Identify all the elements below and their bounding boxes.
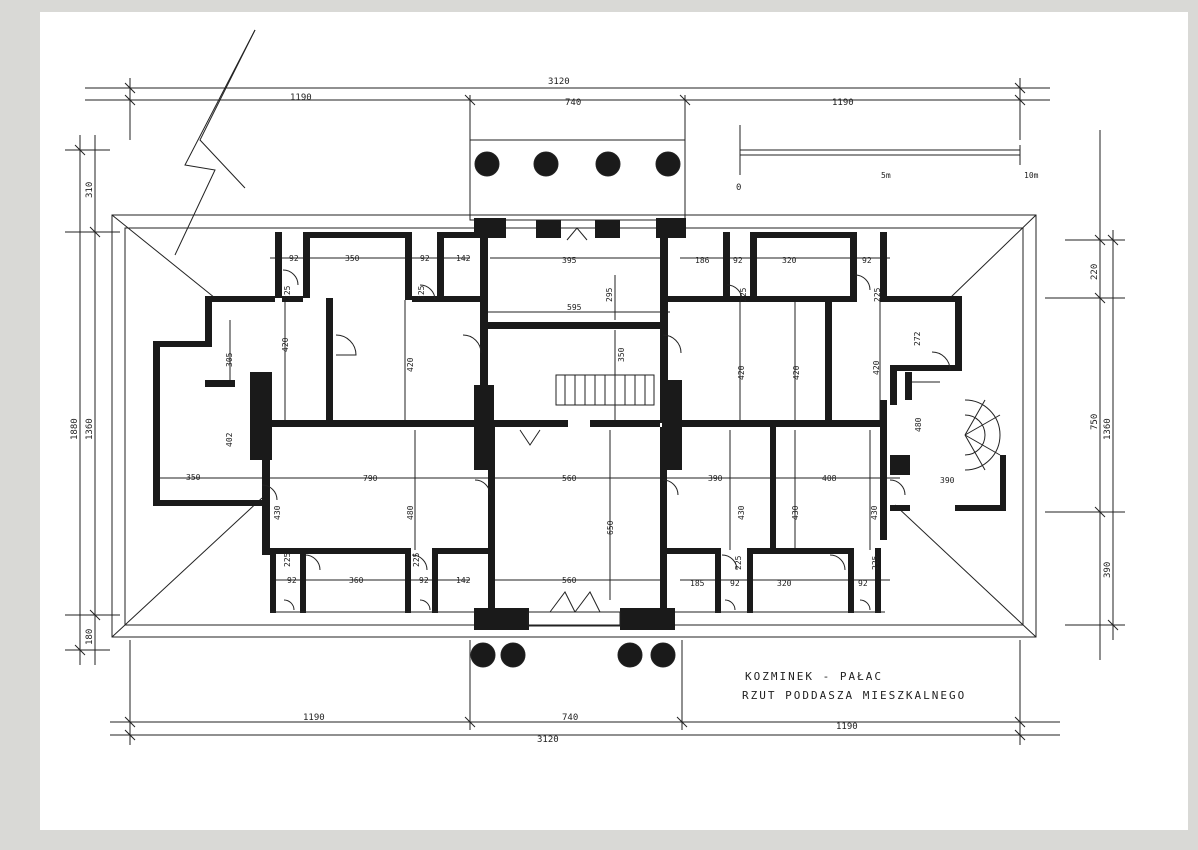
bottom-left-dim: 1190 — [303, 713, 325, 723]
room-dim: 225 — [283, 285, 292, 300]
room-dim: 430 — [791, 505, 800, 520]
room-dim: 295 — [605, 287, 614, 302]
room-dim: 480 — [914, 417, 923, 432]
room-dim: 650 — [606, 520, 615, 535]
room-dim: 225 — [412, 552, 421, 567]
room-dim: 430 — [273, 505, 282, 520]
column-bottom-3 — [617, 642, 643, 668]
scale-mid: 5m — [881, 171, 891, 180]
right-mid-dim: 750 — [1090, 414, 1100, 430]
room-dim: 320 — [782, 256, 797, 265]
room-dim: 225 — [739, 287, 748, 302]
room-dim: 350 — [345, 254, 360, 263]
column-bottom-1 — [470, 642, 496, 668]
columns — [470, 151, 681, 668]
top-right-dim: 1190 — [832, 98, 854, 108]
room-dim: 420 — [406, 357, 415, 372]
room-dim: 360 — [349, 576, 364, 585]
column-top-2 — [533, 151, 559, 177]
room-dim: 420 — [872, 360, 881, 375]
room-dim: 560 — [562, 474, 577, 483]
room-dim: 225 — [873, 287, 882, 302]
room-dim: 595 — [567, 303, 582, 312]
bottom-total-dim: 3120 — [537, 735, 559, 745]
walls — [153, 218, 1006, 630]
room-dim: 225 — [734, 555, 743, 570]
top-left-dim: 1190 — [290, 93, 312, 103]
right-lower-dim: 390 — [1103, 562, 1113, 578]
right-upper-dim: 220 — [1090, 264, 1100, 280]
room-dim: 272 — [913, 331, 922, 346]
room-dim: 225 — [283, 552, 292, 567]
room-dim: 186 — [695, 256, 710, 265]
room-dim: 350 — [617, 347, 626, 362]
room-dim: 790 — [363, 474, 378, 483]
upper-portico — [469, 139, 686, 221]
room-dim: 350 — [186, 473, 201, 482]
room-dimension-labels: 92 350 92 142 395 186 92 320 92 225 225 … — [186, 254, 955, 588]
room-dim: 390 — [940, 476, 955, 485]
bottom-right-dim: 1190 — [836, 722, 858, 732]
room-dim: 560 — [562, 576, 577, 585]
room-dim: 92 — [862, 256, 872, 265]
roof-outline — [111, 214, 1037, 638]
column-bottom-2 — [500, 642, 526, 668]
room-dim: 430 — [870, 505, 879, 520]
room-dim: 142 — [456, 254, 471, 263]
column-bottom-4 — [650, 642, 676, 668]
top-total-dim: 3120 — [548, 77, 570, 87]
room-dim: 395 — [562, 256, 577, 265]
room-dim: 305 — [225, 352, 234, 367]
scale-zero: 0 — [736, 183, 741, 193]
room-dim: 420 — [281, 337, 290, 352]
drawing-title-line2: RZUT PODDASZA MIESZKALNEGO — [742, 689, 966, 702]
left-outer-dim: 1880 — [70, 418, 80, 440]
room-dim: 92 — [420, 254, 430, 263]
left-bottom-dim: 180 — [85, 629, 95, 645]
room-dim: 92 — [287, 576, 297, 585]
room-dim: 92 — [858, 579, 868, 588]
room-dim: 142 — [456, 576, 471, 585]
left-top-dim: 310 — [85, 182, 95, 198]
column-top-1 — [474, 151, 500, 177]
north-arrow — [199, 29, 256, 189]
scale-end: 10m — [1024, 171, 1039, 180]
room-dim: 402 — [225, 432, 234, 447]
room-dim: 185 — [690, 579, 705, 588]
room-dim: 390 — [708, 474, 723, 483]
room-dim: 92 — [730, 579, 740, 588]
room-dim: 420 — [792, 365, 801, 380]
room-dim: 320 — [777, 579, 792, 588]
room-dim: 92 — [733, 256, 743, 265]
room-dim: 420 — [737, 365, 746, 380]
bottom-center-dim: 740 — [562, 713, 578, 723]
room-dim: 225 — [417, 285, 426, 300]
room-dim: 92 — [419, 576, 429, 585]
left-inner-dim: 1360 — [85, 418, 95, 440]
top-center-dim: 740 — [565, 98, 581, 108]
right-inner-dim: 1360 — [1103, 418, 1113, 440]
room-dim: 430 — [737, 505, 746, 520]
room-dim: 408 — [822, 474, 837, 483]
spiral-staircase — [964, 399, 1001, 471]
door-swings — [261, 227, 951, 613]
room-dim: 225 — [871, 555, 880, 570]
column-top-3 — [595, 151, 621, 177]
column-top-4 — [655, 151, 681, 177]
drawing-title-line1: KOZMINEK - PAŁAC — [745, 670, 883, 683]
room-dim: 92 — [289, 254, 299, 263]
room-dim: 480 — [406, 505, 415, 520]
